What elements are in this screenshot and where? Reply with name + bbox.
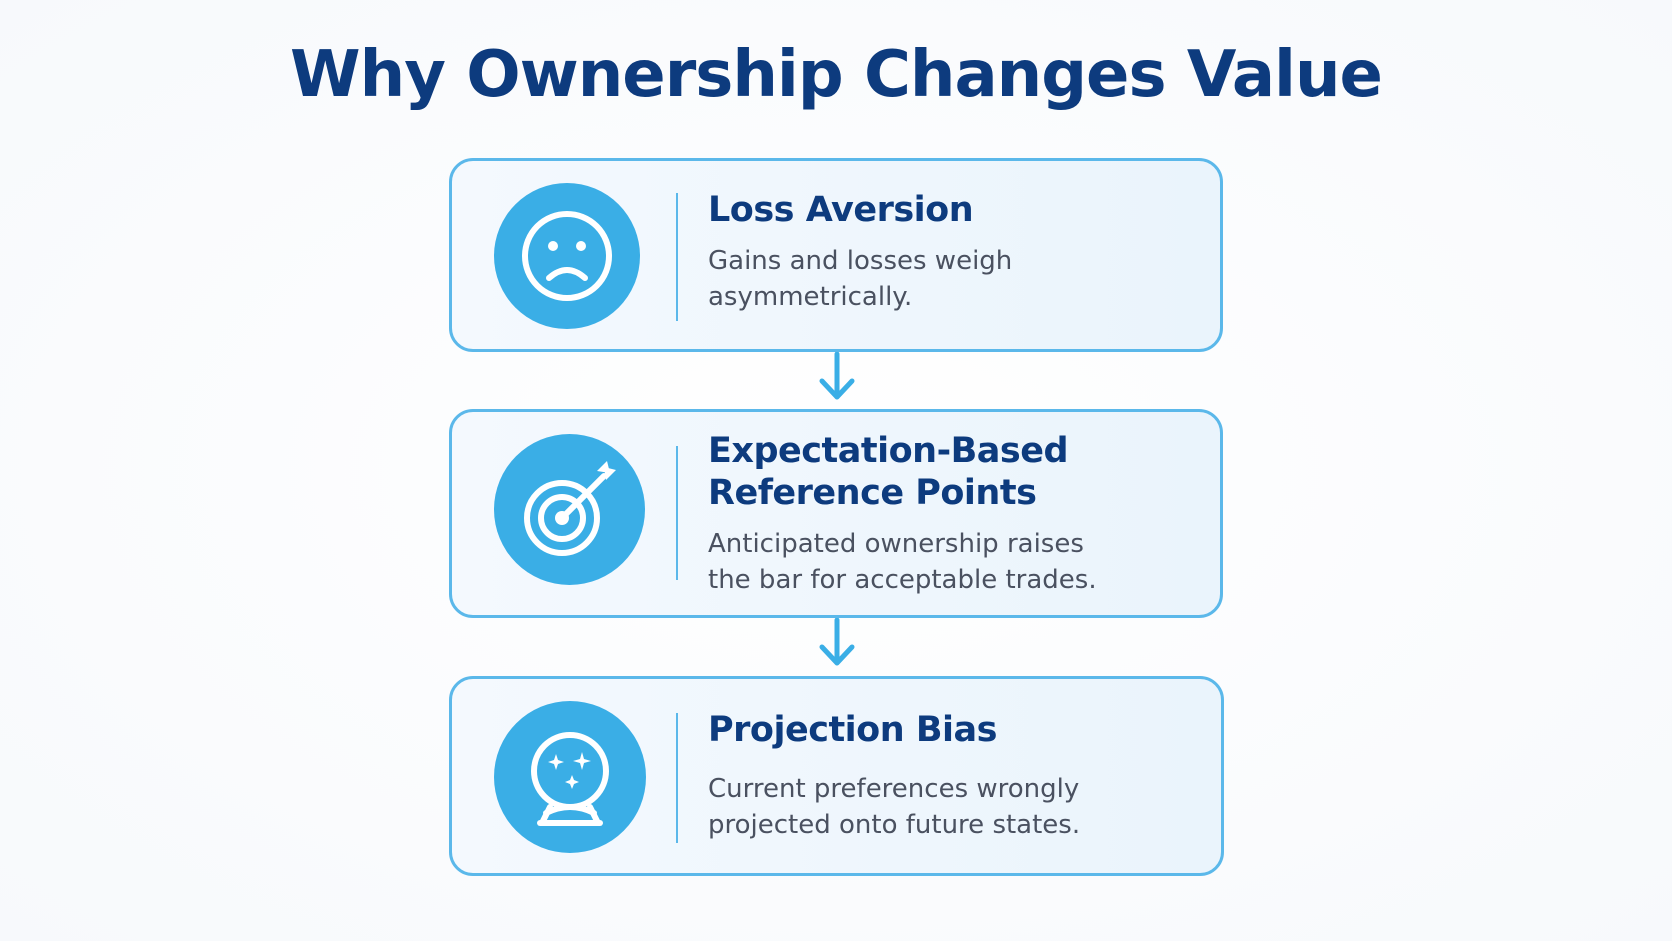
step-description: Current preferences wrongly projected on… [708, 774, 1081, 840]
card-divider [676, 713, 678, 843]
down-arrow-icon [817, 617, 857, 670]
sad-face-icon [494, 183, 640, 329]
target-arrow-icon [494, 434, 645, 585]
step-title: Expectation-Based Reference Points [708, 431, 1069, 513]
step-title: Projection Bias [708, 710, 997, 750]
crystal-ball-icon [494, 701, 646, 853]
down-arrow-icon [817, 351, 857, 404]
step-card-expectation-based-reference-points: Expectation-Based Reference Points Antic… [449, 409, 1223, 618]
card-divider [676, 446, 678, 580]
page-title: Why Ownership Changes Value [290, 38, 1383, 112]
step-description: Gains and losses weigh asymmetrically. [708, 246, 1013, 312]
card-divider [676, 193, 678, 321]
step-card-projection-bias: Projection Bias Current preferences wron… [449, 676, 1224, 876]
step-card-loss-aversion: Loss Aversion Gains and losses weigh asy… [449, 158, 1223, 352]
step-title: Loss Aversion [708, 190, 974, 230]
step-description: Anticipated ownership raises the bar for… [708, 529, 1097, 595]
